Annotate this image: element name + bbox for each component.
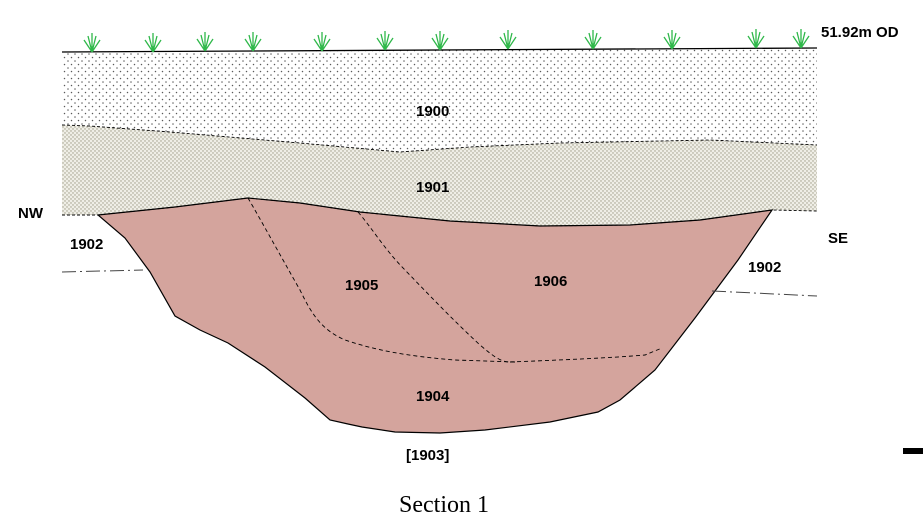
- context-1900-label: 1900: [416, 103, 449, 120]
- section-caption: Section 1: [399, 492, 489, 518]
- boundary-1901-base: [62, 197, 818, 227]
- dash-dot-line-left: [61, 269, 144, 273]
- cut-1903-label: [1903]: [406, 447, 449, 464]
- context-1905-label: 1905: [345, 277, 378, 294]
- datum-label: 51.92m OD: [821, 24, 899, 41]
- layer-1900-topsoil: [62, 48, 817, 152]
- context-1902-right-label: 1902: [748, 259, 781, 276]
- context-1904-label: 1904: [416, 388, 450, 405]
- orientation-se-label: SE: [828, 230, 848, 247]
- boundary-1905-1906: [357, 211, 511, 363]
- context-1901-label: 1901: [416, 179, 449, 196]
- boundary-1904-top: [509, 347, 663, 363]
- context-1902-left-label: 1902: [70, 236, 103, 253]
- dash-dot-line-right: [711, 290, 818, 297]
- layer-1901-subsoil: [62, 125, 817, 226]
- orientation-nw-label: NW: [18, 205, 44, 222]
- scale-bar-fragment: [903, 448, 923, 454]
- context-1906-label: 1906: [534, 273, 567, 290]
